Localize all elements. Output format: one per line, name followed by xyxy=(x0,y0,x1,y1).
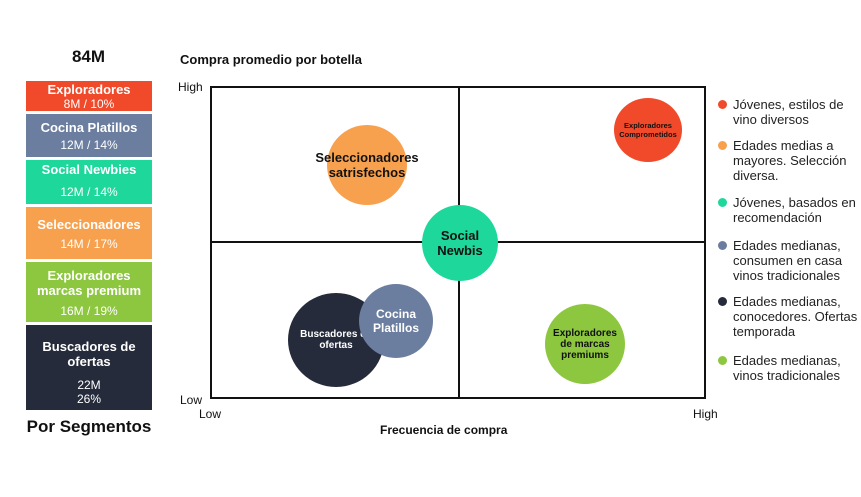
chart-title: Compra promedio por botella xyxy=(180,52,363,67)
bubble-social: Social Newbis xyxy=(422,205,498,281)
legend-dot xyxy=(718,100,727,109)
segment-exploradores-premium: Exploradores marcas premium 16M / 19% xyxy=(26,262,152,322)
segment-buscadores: Buscadores de ofertas 22M 26% xyxy=(26,325,152,410)
segment-value: 12M / 14% xyxy=(60,185,118,199)
y-high-label: High xyxy=(178,80,203,94)
bubble-label: Social Newbis xyxy=(437,228,483,258)
bubble-label: Exploradores de marcas premiums xyxy=(553,327,617,361)
legend-text: Edades medianas, vinos tradicionales xyxy=(733,353,841,383)
legend-text: Edades medianas, consumen en casa vinos … xyxy=(733,238,843,283)
legend-dot xyxy=(718,241,727,250)
legend-text: Jóvenes, basados en recomendación xyxy=(733,195,856,225)
segment-name: Buscadores de ofertas xyxy=(42,339,136,369)
y-low-label: Low xyxy=(180,393,203,407)
segment-value: 22M xyxy=(77,378,101,392)
segment-value: 14M / 17% xyxy=(60,237,118,251)
bubble-seleccionadores: Seleccionadores satrisfechos xyxy=(315,125,419,205)
bubble-label: Cocina Platillos xyxy=(372,307,419,335)
bubble-exploradores: Exploradores Comprometidos xyxy=(614,98,682,162)
x-axis-title: Frecuencia de compra xyxy=(380,423,508,437)
segment-value: 8M / 10% xyxy=(63,97,115,111)
legend-text: Edades medianas, conocedores. Ofertas te… xyxy=(733,294,858,339)
segment-percent: 26% xyxy=(76,392,102,406)
segment-seleccionadores: Seleccionadores 14M / 17% xyxy=(26,207,152,259)
legend-dot xyxy=(718,141,727,150)
segment-name: Exploradores xyxy=(47,82,131,97)
legend-text: Jóvenes, estilos de vino diversos xyxy=(733,97,844,127)
segment-value: 12M / 14% xyxy=(60,138,118,152)
bubble-cocina: Cocina Platillos xyxy=(359,284,433,358)
segment-name: Exploradores marcas premium xyxy=(36,268,142,298)
bubble-label: Seleccionadores satrisfechos xyxy=(315,150,419,180)
segment-name: Cocina Platillos xyxy=(40,120,138,135)
legend-dot xyxy=(718,198,727,207)
legend-dot xyxy=(718,356,727,365)
segment-name: Social Newbies xyxy=(41,162,137,177)
bubble-label: Exploradores Comprometidos xyxy=(619,121,677,139)
segment-social-newbies: Social Newbies 12M / 14% xyxy=(26,160,152,204)
bubble-label: Buscadores de ofertas xyxy=(300,329,372,351)
total-count: 84M xyxy=(71,47,106,66)
legend-text: Edades medias a mayores. Selección diver… xyxy=(733,138,847,183)
bubble-premium: Exploradores de marcas premiums xyxy=(545,304,625,384)
segment-value: 16M / 19% xyxy=(60,304,118,318)
segment-exploradores: Exploradores 8M / 10% xyxy=(26,81,152,111)
legend-dot xyxy=(718,297,727,306)
x-low-label: Low xyxy=(199,407,222,421)
x-high-label: High xyxy=(693,407,718,421)
segments-footer: Por Segmentos xyxy=(26,417,152,436)
segment-cocina-platillos: Cocina Platillos 12M / 14% xyxy=(26,114,152,157)
segment-name: Seleccionadores xyxy=(37,217,141,232)
